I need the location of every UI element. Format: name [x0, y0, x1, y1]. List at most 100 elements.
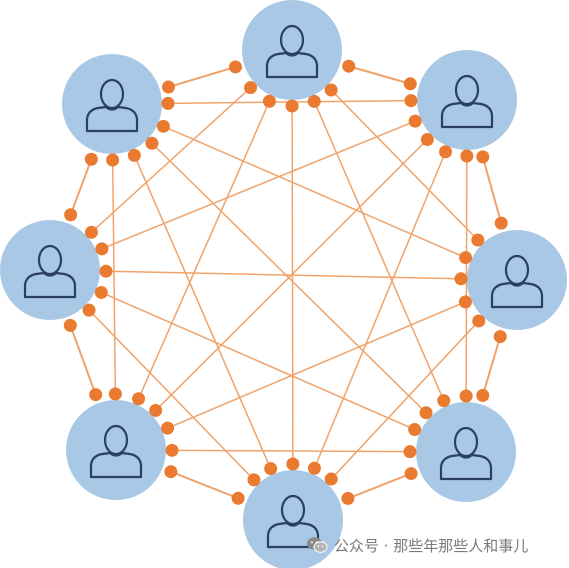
connection-dot [247, 473, 261, 487]
edge-upper-right-bottom [313, 151, 447, 469]
connection-dot [459, 251, 473, 265]
connection-dot [324, 83, 338, 97]
person-icon [266, 494, 320, 549]
connection-dot [476, 150, 490, 164]
edge-top-upper-left [165, 65, 239, 89]
connection-dot [244, 81, 258, 95]
edges-layer [88, 87, 480, 481]
connection-dot [420, 133, 434, 147]
edge-bottom-left [88, 309, 255, 481]
edge-upper-right-left [101, 120, 416, 250]
connection-dot [342, 59, 356, 73]
connection-dot [149, 403, 163, 417]
connection-dot [162, 80, 176, 94]
connection-dot [108, 387, 122, 401]
connection-dot [472, 314, 486, 328]
connection-dot [493, 330, 507, 344]
outer-edges-layer [68, 64, 503, 501]
person-icon [490, 254, 544, 309]
connection-dot [419, 406, 433, 420]
edge-lower-right-upper-left [151, 142, 427, 414]
edge-lower-left-upper-left [111, 159, 117, 395]
person-icon [439, 426, 493, 481]
connection-dot [94, 285, 108, 299]
node-top [242, 0, 342, 100]
connection-dot [64, 208, 78, 222]
connection-dot [264, 462, 278, 476]
watermark: 公众号 · 那些年那些人和事儿 [306, 532, 528, 558]
edge-upper-right-right [481, 153, 503, 227]
connection-dot [286, 457, 300, 471]
connection-dot [403, 77, 417, 91]
connection-dot [164, 465, 178, 479]
node-lower-left [66, 400, 166, 500]
person-icon [265, 24, 319, 79]
node-lower-right [416, 402, 516, 502]
connection-dot [454, 272, 468, 286]
connection-dot [403, 445, 417, 459]
connection-dot [437, 394, 451, 408]
connection-dot [476, 388, 490, 402]
connection-dot [439, 145, 453, 159]
connection-dot [262, 94, 276, 108]
edge-top-upper-right [345, 64, 414, 86]
connection-dot [231, 491, 245, 505]
connection-dot [106, 153, 120, 167]
person-icon [85, 78, 139, 133]
edge-left-upper-left [68, 156, 94, 218]
connection-dot [307, 461, 321, 475]
node-left [0, 220, 100, 320]
person-icon [89, 424, 143, 479]
connection-dot [341, 491, 355, 505]
connection-dot [145, 136, 159, 150]
node-upper-left [62, 54, 162, 154]
node-circle [242, 0, 342, 100]
node-circle [467, 230, 567, 330]
node-right [467, 230, 567, 330]
connection-dot [161, 421, 175, 435]
connection-dot [132, 392, 146, 406]
edge-lower-right-bottom [344, 471, 415, 501]
node-circle [62, 54, 162, 154]
node-circle [0, 220, 100, 320]
connection-dot [408, 114, 422, 128]
connection-dot [82, 303, 96, 317]
connection-dot [228, 60, 242, 74]
person-icon [440, 74, 494, 129]
connection-dot [95, 242, 109, 256]
connection-dot [408, 423, 422, 437]
edge-right-left [105, 270, 462, 280]
connection-dot [404, 467, 418, 481]
connection-dot [458, 295, 472, 309]
connection-dot [165, 443, 179, 457]
connection-dot [161, 96, 175, 110]
edge-right-lower-right [480, 333, 503, 399]
edge-right-bottom [330, 320, 480, 480]
edge-top-right [330, 89, 479, 241]
connection-dot [285, 99, 299, 113]
node-circle [66, 400, 166, 500]
watermark-text: 公众号 · 那些年那些人和事儿 [334, 536, 529, 555]
node-circle [417, 50, 517, 150]
connection-dot [307, 94, 321, 108]
connection-dot [494, 216, 508, 230]
person-icon [23, 244, 77, 299]
connection-dot [460, 149, 474, 163]
connection-dot [89, 388, 103, 402]
connection-dot [84, 225, 98, 239]
wechat-icon [307, 537, 328, 553]
edge-lower-left-left [68, 322, 98, 398]
connection-dot [404, 94, 418, 108]
connection-dot [324, 472, 338, 486]
connection-dot [156, 119, 170, 133]
edge-right-upper-left [163, 125, 466, 259]
edge-lower-right-lower-left [171, 449, 411, 453]
edge-top-lower-right [313, 101, 445, 401]
edge-top-bottom [291, 105, 294, 465]
connection-dot [127, 148, 141, 162]
edge-top-lower-left [137, 100, 271, 400]
edge-lower-right-left [101, 291, 415, 431]
connection-dot [84, 152, 98, 166]
